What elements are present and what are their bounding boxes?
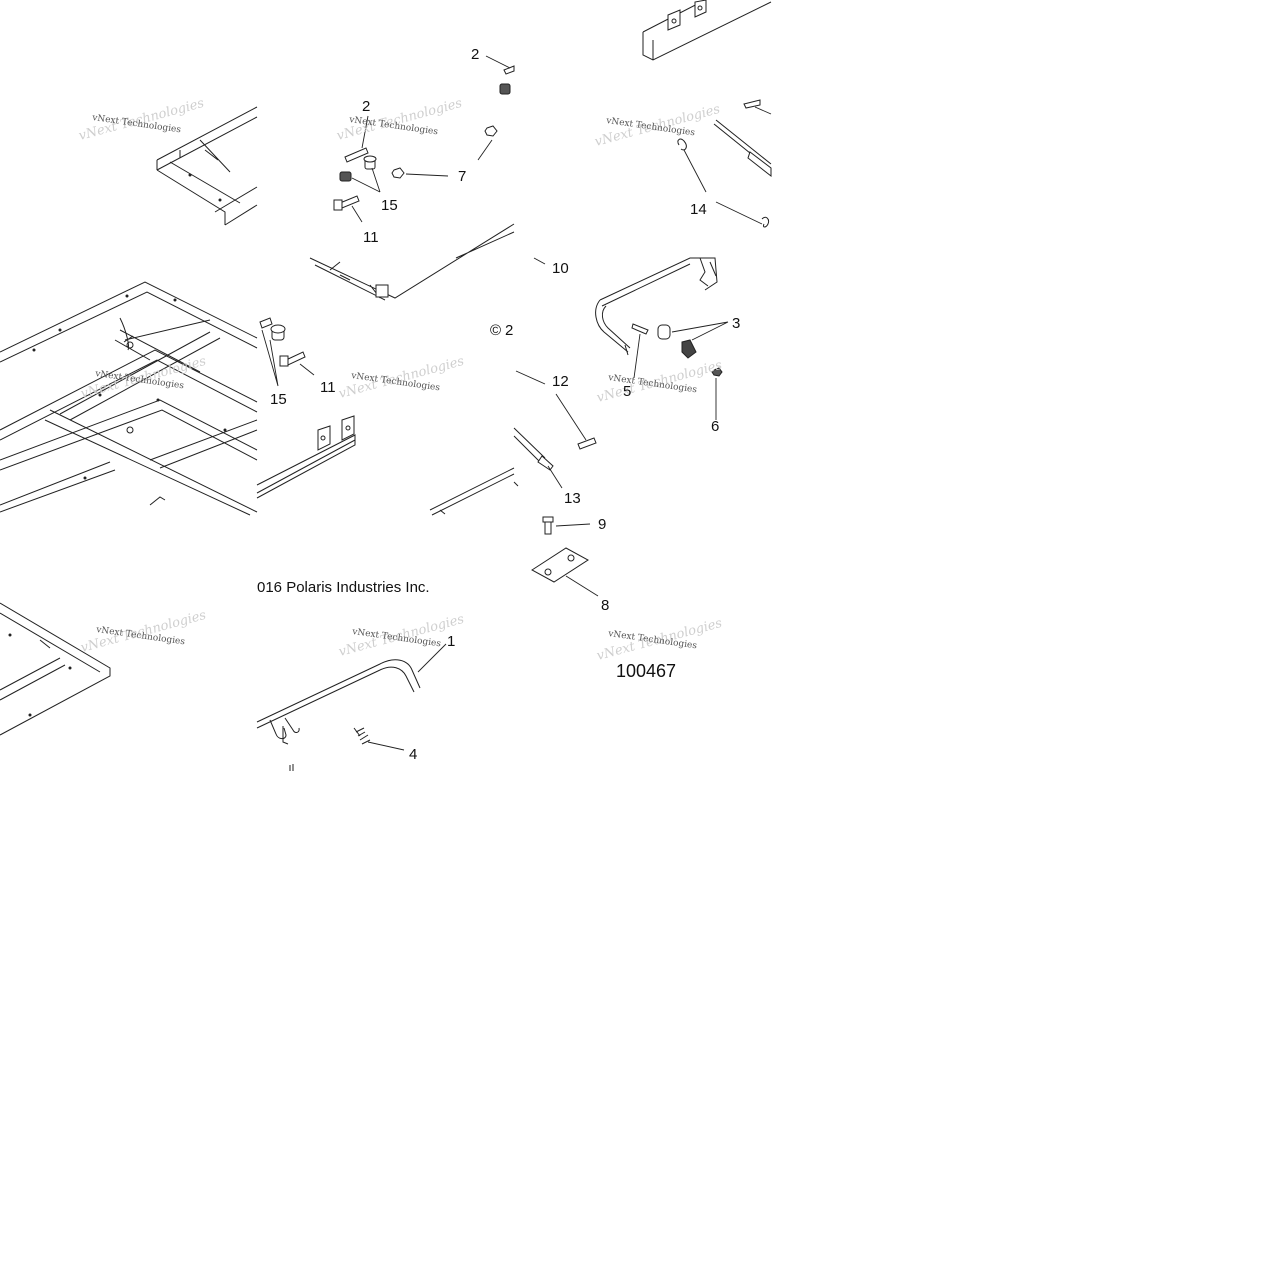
pin-part [503, 65, 515, 75]
clip-part [677, 138, 769, 228]
callout-11: 11 [320, 379, 336, 396]
copyright-text: 016 Polaris Industries Inc. [257, 579, 430, 596]
callout-7: 7 [458, 168, 466, 185]
pin-part [743, 99, 761, 109]
bushing-dark-part [339, 171, 352, 182]
crossmember-part [256, 415, 515, 516]
callout-5: 5 [623, 383, 631, 400]
bolt-part [279, 351, 306, 367]
copyright-fragment: 2 [505, 322, 513, 339]
latch-assembly-part [595, 257, 718, 356]
copyright-symbol: © [490, 322, 501, 339]
crossmember-part [642, 0, 772, 61]
bolt-part [333, 195, 360, 211]
nut-part [391, 167, 405, 179]
watermark: vNext Technologies vNext Technologies [79, 354, 208, 402]
watermark: vNext Technologies vNext Technologies [593, 102, 722, 150]
nut-part [484, 125, 498, 137]
watermark: vNext Technologies vNext Technologies [595, 616, 724, 664]
watermark: vNext Technologies vNext Technologies [595, 358, 724, 406]
watermark: vNext Technologies vNext Technologies [77, 96, 206, 144]
rivet-part [542, 516, 554, 535]
plate-part [531, 547, 589, 583]
bushing-part [259, 317, 286, 341]
nut-part [711, 367, 723, 377]
callout-1: 1 [447, 633, 455, 650]
watermark: vNext Technologies vNext Technologies [79, 608, 208, 656]
leader-lines [261, 55, 772, 751]
gas-strut-part [713, 119, 772, 178]
frame-corner-bottom [0, 602, 111, 736]
gas-strut-part [513, 427, 554, 487]
callout-8: 8 [601, 597, 609, 614]
callout-3: 3 [732, 315, 740, 332]
callout-4: 4 [409, 746, 417, 763]
watermark: vNext Technologies vNext Technologies [337, 354, 466, 402]
spring-part [353, 727, 371, 745]
watermark: vNext Technologies vNext Technologies [335, 96, 464, 144]
callout-13: 13 [564, 490, 581, 507]
callout-14: 14 [690, 201, 707, 218]
pin-part [344, 147, 369, 163]
frame-corner-top [156, 106, 258, 226]
callout-6: 6 [711, 418, 719, 435]
rail-frame-part [309, 223, 515, 301]
small-bracket-part [289, 764, 294, 771]
callout-12: 12 [552, 373, 569, 390]
callout-15: 15 [270, 391, 287, 408]
callout-11: 11 [363, 229, 379, 246]
callout-2: 2 [471, 46, 479, 63]
callout-2: 2 [362, 98, 370, 115]
bed-frame-assembly [0, 281, 258, 516]
callout-10: 10 [552, 260, 569, 277]
figure-number: 100467 [616, 661, 676, 681]
callout-9: 9 [598, 516, 606, 533]
bushing-dark-part [499, 83, 511, 95]
bolt-part [631, 323, 649, 335]
callout-15: 15 [381, 197, 398, 214]
pin-part [577, 437, 597, 450]
bushing-part [363, 155, 377, 170]
latch-rod-part [256, 659, 421, 745]
bumper-part [657, 324, 697, 359]
